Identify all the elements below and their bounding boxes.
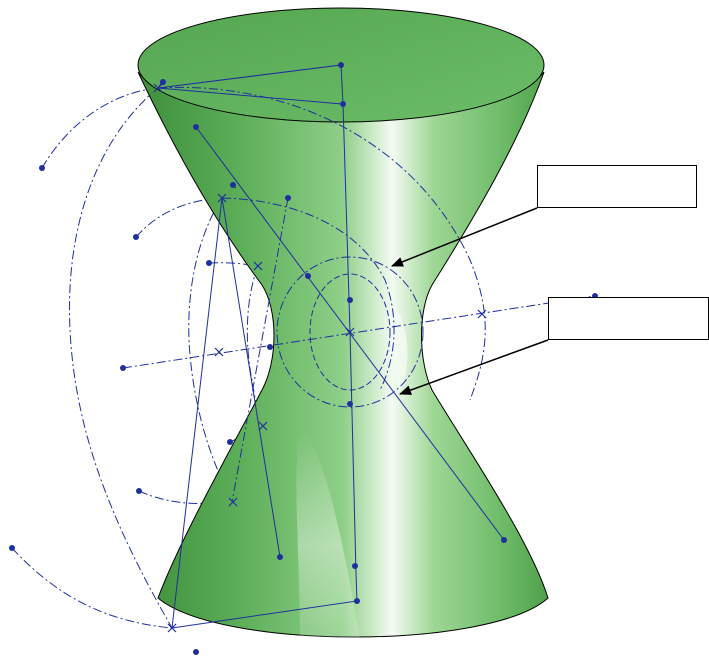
callout-2-leader xyxy=(399,339,549,395)
construction-dashed xyxy=(122,86,596,503)
lower-glow xyxy=(296,430,360,640)
construction-points xyxy=(9,62,598,655)
throat-highlight xyxy=(393,305,408,395)
callout-box-1 xyxy=(537,165,697,208)
callout-box-2 xyxy=(548,297,709,340)
construction-crosses xyxy=(153,83,487,633)
callout-1-leader xyxy=(391,207,538,267)
hyperboloid-surface xyxy=(137,71,549,638)
